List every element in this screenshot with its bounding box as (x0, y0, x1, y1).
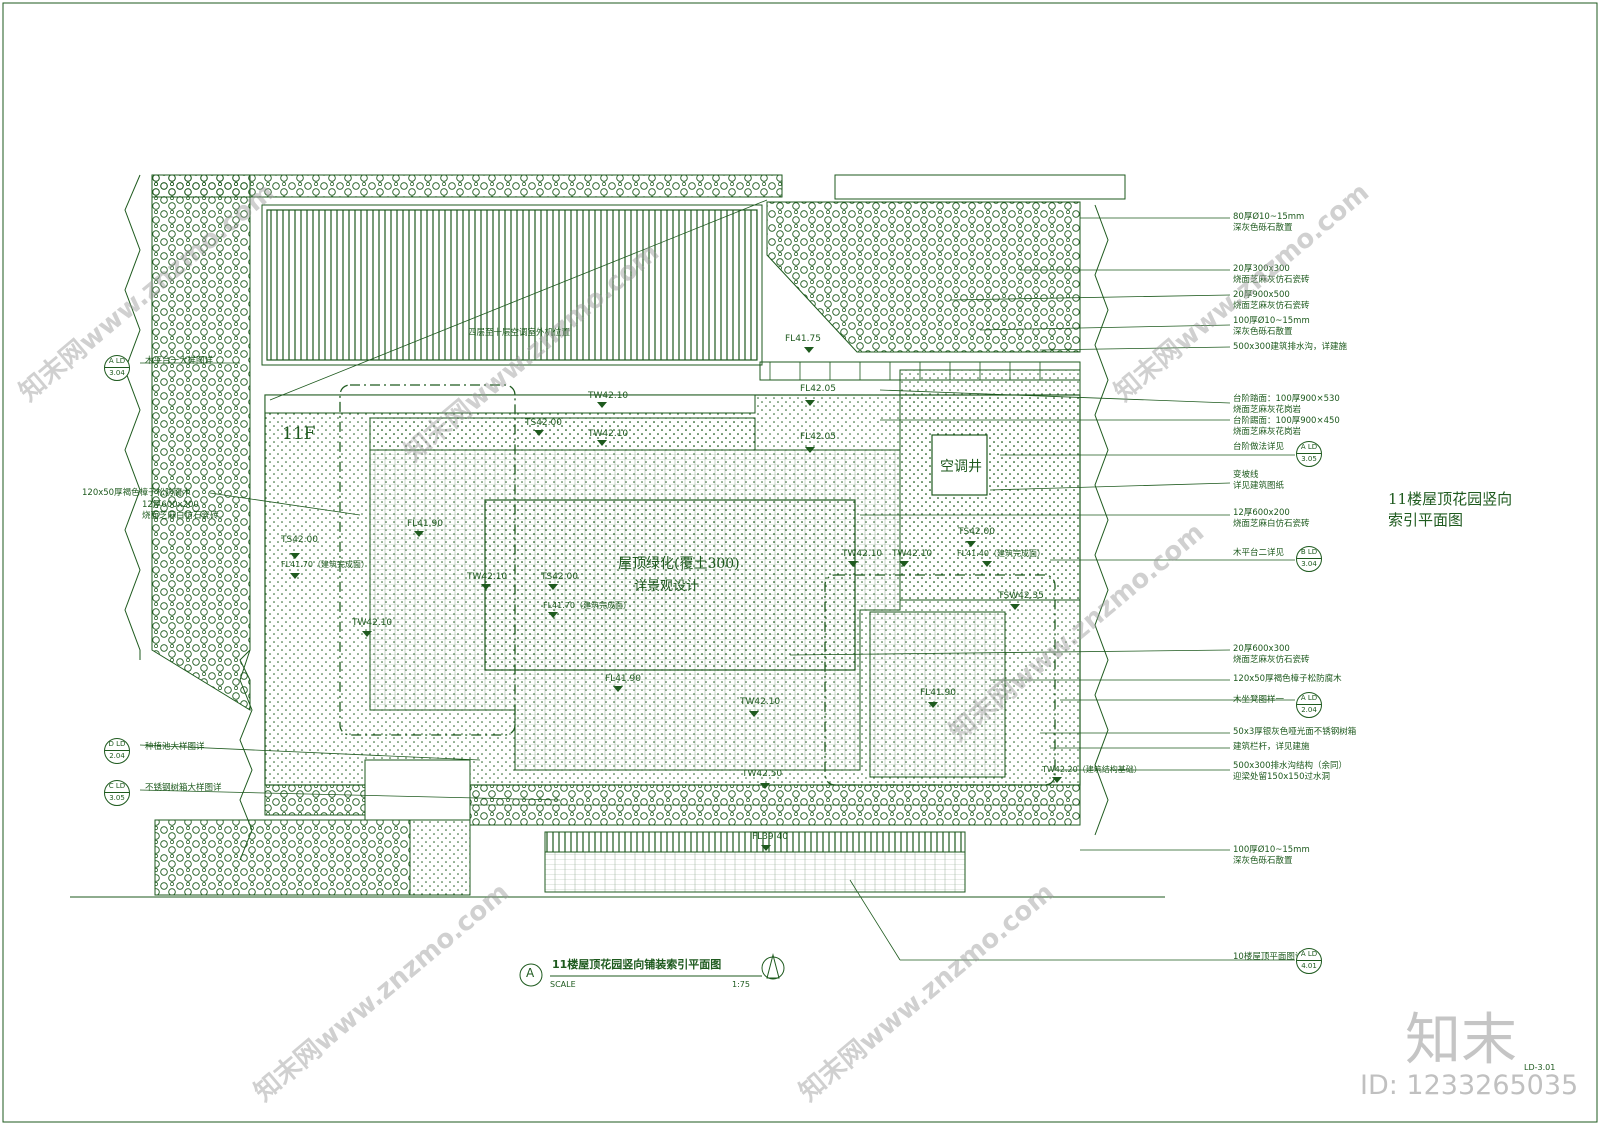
green-roof-label-1: 屋顶绿化(覆土300) (618, 556, 740, 572)
elev-label: TW42.50 (742, 769, 783, 779)
elev-label: TW42.10 (352, 618, 393, 628)
note: 木坐凳图样一 (1233, 695, 1285, 705)
left-gravel-strip (151, 174, 251, 711)
floor-label: 11F (282, 424, 316, 444)
main-title: 11楼屋顶花园竖向铺装索引平面图 (552, 958, 722, 971)
elev-label: FL41.90 (605, 674, 641, 684)
left-note: 120x50厚褐色樟子松防腐木 (82, 488, 191, 498)
left-note: 不锈钢树箱大样图详 (145, 783, 222, 793)
elev-label: TW42.10 (842, 549, 883, 559)
left-zigzag (124, 174, 141, 660)
note: 10楼屋顶平面图详 (1233, 952, 1304, 962)
ac-position-label: 四层至十层空调室外机位置 (468, 328, 571, 338)
elev-label: TW42.10 (588, 391, 629, 401)
elev-label: TS42.00 (281, 535, 318, 545)
elev-label: FL42.05 (800, 432, 836, 442)
watermark-brand: 知末 (1405, 1008, 1517, 1073)
top-right-gravel (766, 201, 1081, 353)
elevation-markers (290, 347, 1062, 851)
green-roof-planting (484, 499, 856, 671)
scale-value: 1:75 (732, 980, 750, 989)
top-gravel-band (151, 174, 783, 198)
elev-label: TS42.00 (541, 572, 578, 582)
scale-label: SCALE (550, 980, 576, 989)
green-roof-label-2: 详景观设计 (634, 579, 700, 594)
elev-label: TW42.10 (467, 572, 508, 582)
left-note: 种植池大样图详 (145, 742, 205, 752)
elev-label: FL42.05 (800, 384, 836, 394)
note: 建筑栏杆，详见建施 (1233, 742, 1310, 752)
elev-label: FL41.70（建筑完成面） (543, 601, 631, 610)
elev-label: FL41.70（建筑完成面） (281, 560, 369, 569)
elev-label: TS42.00 (958, 527, 995, 537)
note: 120x50厚褐色樟子松防腐木 (1233, 674, 1342, 684)
sheet-number: LD-3.01 (1524, 1063, 1556, 1072)
watermark-id: ID: 1233265035 (1360, 1070, 1579, 1101)
bottom-left-gravel (154, 819, 411, 896)
ac-shaft-label: 空调井 (940, 459, 982, 475)
north-arrow (766, 953, 780, 979)
elev-label: TW42.10 (892, 549, 933, 559)
elev-label: FL41.40（建筑完成面） (957, 549, 1045, 558)
elev-label: FL41.90 (920, 688, 956, 698)
note: 变坡线详见建筑图纸 (1233, 470, 1285, 491)
left-note: 木平台一大样图详 (145, 356, 214, 366)
note: 50x3厚银灰色哑光面不锈钢树箱 (1233, 727, 1357, 737)
left-note: 烧面芝麻白仿石瓷砖 (142, 511, 219, 521)
elev-label: FL41.90 (407, 519, 443, 529)
note: 木平台二详见 (1233, 548, 1285, 558)
wood-deck (869, 611, 1006, 778)
left-note: 12厚600x200 (142, 500, 199, 510)
elev-label: TW42.20（建筑结构基础） (1042, 765, 1142, 774)
ac-units-area (266, 209, 758, 361)
side-title-line1: 11楼屋顶花园竖向 (1388, 490, 1513, 508)
elev-label: TW42.10 (740, 697, 781, 707)
ac-shaft-box (931, 434, 988, 496)
side-title-line2: 索引平面图 (1388, 511, 1464, 529)
elev-label: TS42.00 (525, 418, 562, 428)
elev-label: TSW42.35 (998, 591, 1044, 601)
elev-label: FL41.75 (785, 334, 821, 344)
elev-label: FL39.40 (752, 832, 788, 842)
note: 500x300排水沟结构（余同）迎梁处留150x150过水洞 (1233, 761, 1347, 782)
note: 500x300建筑排水沟，详建施 (1233, 342, 1347, 352)
note: 台阶做法详见 (1233, 442, 1285, 452)
elev-label: TW42.10 (588, 429, 629, 439)
title-mark: A (526, 966, 535, 980)
north-arrow-circle (761, 956, 785, 980)
